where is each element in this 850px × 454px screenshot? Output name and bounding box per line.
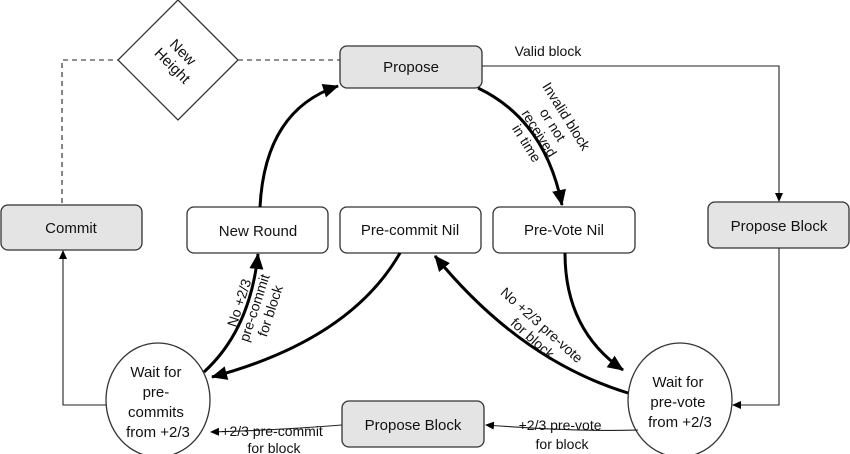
new-round-to-propose-edge	[258, 84, 339, 208]
commit-label: Commit	[45, 220, 97, 237]
prevote-for-block-label: +2/3 pre-vote	[519, 417, 602, 433]
wait-prevote-line: pre-vote	[650, 394, 705, 411]
svg-text:+2/3 pre-commit for block: +2/3 pre-commit for block	[221, 423, 326, 454]
commit-node: Commit	[0, 204, 143, 251]
prevote-nil-node: Pre-Vote Nil	[492, 206, 636, 254]
wait-precommits-line: Wait for	[130, 364, 181, 381]
precommit-nil-to-wait-edge	[211, 252, 402, 380]
wait-prevote-node: Wait for pre-vote from +2/3	[627, 342, 733, 454]
prevote-nil-to-wait-edge	[563, 252, 624, 372]
precommit-for-block-label: for block	[248, 440, 302, 454]
new-height-diamond: New Height	[117, 0, 239, 121]
propose-block-right-node: Propose Block	[707, 201, 850, 249]
svg-text:No +2/3 pre-vote for block: No +2/3 pre-vote for block	[487, 284, 589, 380]
commit-edge	[59, 250, 106, 406]
propose-block-right-label: Propose Block	[731, 218, 828, 235]
propose-label: Propose	[383, 59, 439, 76]
new-round-label: New Round	[219, 223, 297, 240]
propose-block-to-wait-prevote-edge	[732, 248, 780, 409]
precommit-for-block-label: +2/3 pre-commit	[221, 423, 323, 439]
prevote-for-block-edge	[485, 421, 639, 431]
propose-block-bottom-label: Propose Block	[365, 417, 462, 434]
no-precommit-edge	[202, 253, 264, 374]
wait-precommits-line: commits	[128, 404, 184, 421]
precommit-for-block-edge	[210, 424, 343, 436]
prevote-for-block-label: for block	[536, 436, 590, 452]
wait-precommits-line: pre-	[143, 384, 170, 401]
precommit-nil-label: Pre-commit Nil	[361, 222, 459, 239]
wait-precommits-node: Wait for pre- commits from +2/3	[105, 342, 211, 454]
prevote-nil-label: Pre-Vote Nil	[524, 222, 604, 239]
propose-node: Propose	[339, 45, 483, 89]
svg-text:Wait for pre- comm: Wait for pre- commits from +2/3	[126, 364, 190, 441]
svg-text:+2/3 pre-vote for block: +2/3 pre-vote for block	[519, 417, 606, 452]
wait-prevote-line: Wait for	[652, 374, 703, 391]
svg-text:Wait for pre-vote: Wait for pre-vote from +2/3	[648, 374, 712, 431]
precommit-nil-node: Pre-commit Nil	[339, 206, 482, 254]
propose-block-bottom-node: Propose Block	[341, 400, 485, 448]
no-prevote-edge	[433, 255, 629, 395]
valid-block-edge	[482, 65, 783, 202]
wait-precommits-line: from +2/3	[126, 424, 190, 441]
new-round-node: New Round	[186, 206, 329, 254]
invalid-block-edge	[477, 86, 566, 206]
wait-prevote-line: from +2/3	[648, 414, 712, 431]
valid-block-label: Valid block	[515, 43, 583, 59]
svg-text:Invalid block or not r: Invalid block or not received in time	[499, 79, 596, 182]
new-height-edge	[61, 59, 340, 203]
